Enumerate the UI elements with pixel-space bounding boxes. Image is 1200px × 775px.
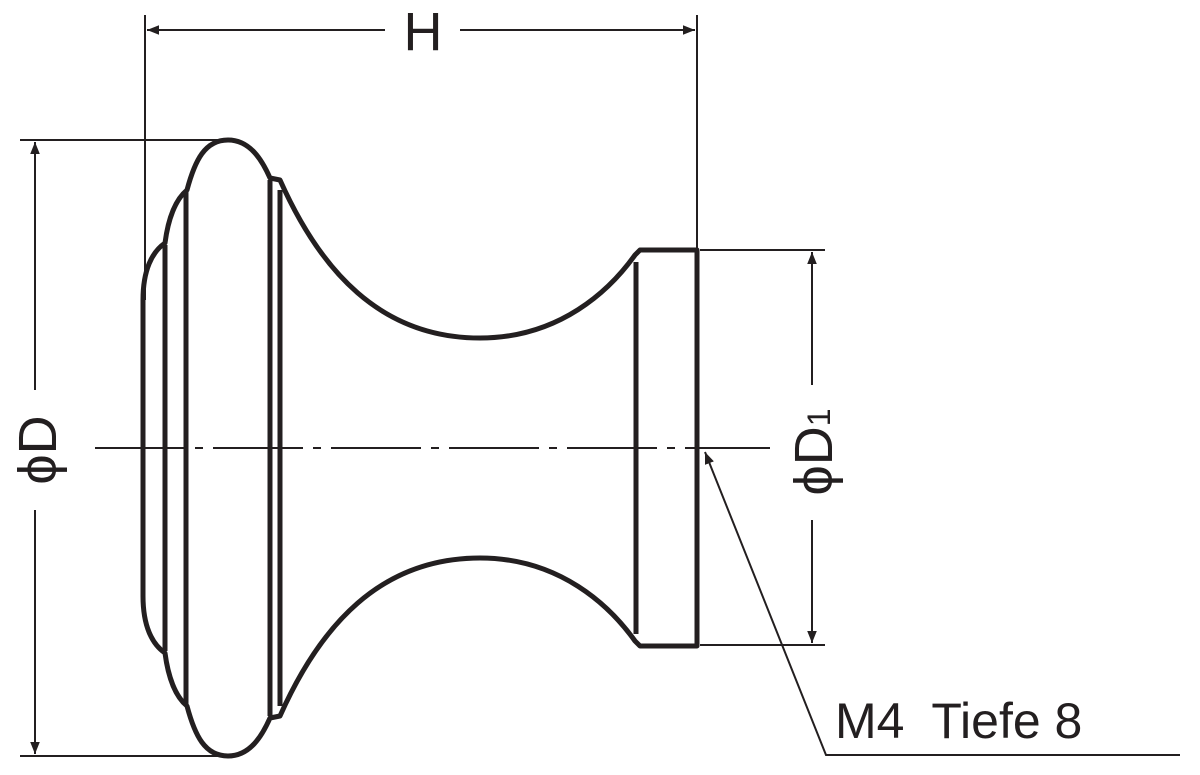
dimension-d-label: ϕD: [8, 415, 68, 484]
thread-note: M4 Tiefe 8: [835, 693, 1082, 749]
dimension-h-label: H: [404, 2, 443, 62]
thread-leader: [704, 451, 1180, 756]
svg-text:ϕD1: ϕD1: [784, 408, 844, 495]
dimension-lines: [20, 15, 1180, 757]
dimension-d1-label: ϕD1: [784, 408, 844, 495]
